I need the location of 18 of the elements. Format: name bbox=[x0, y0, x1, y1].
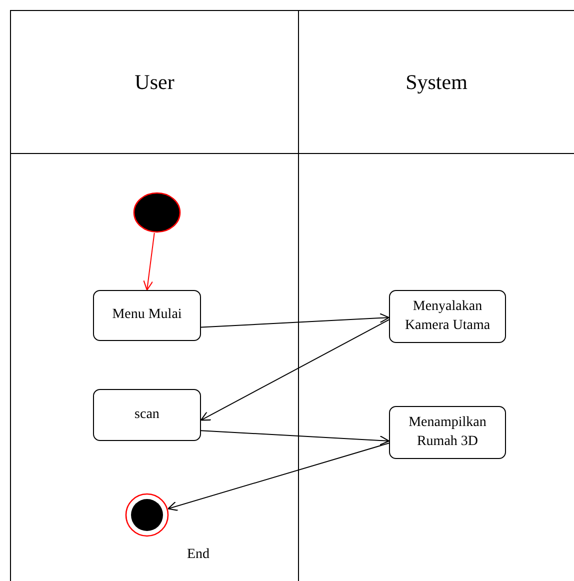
arrow bbox=[200, 319, 390, 421]
activity-label: scan bbox=[134, 406, 160, 424]
activity-box bbox=[93, 290, 201, 341]
activity-box bbox=[389, 406, 506, 459]
activity-label: Menu Mulai bbox=[112, 306, 182, 324]
node-caption: End bbox=[187, 547, 210, 563]
arrow bbox=[168, 442, 390, 512]
arrow bbox=[200, 313, 390, 328]
arrow bbox=[143, 232, 155, 291]
activity-label: Menampilkan Rumah 3D bbox=[408, 414, 488, 450]
arrow bbox=[200, 430, 390, 446]
swimlane bbox=[10, 10, 298, 581]
activity-label: Menyalakan Kamera Utama bbox=[404, 298, 492, 334]
activity-box bbox=[389, 290, 506, 343]
lane-title: System bbox=[406, 70, 468, 94]
activity-box bbox=[93, 389, 201, 441]
lane-title: User bbox=[134, 70, 174, 94]
swimlane bbox=[298, 10, 574, 581]
